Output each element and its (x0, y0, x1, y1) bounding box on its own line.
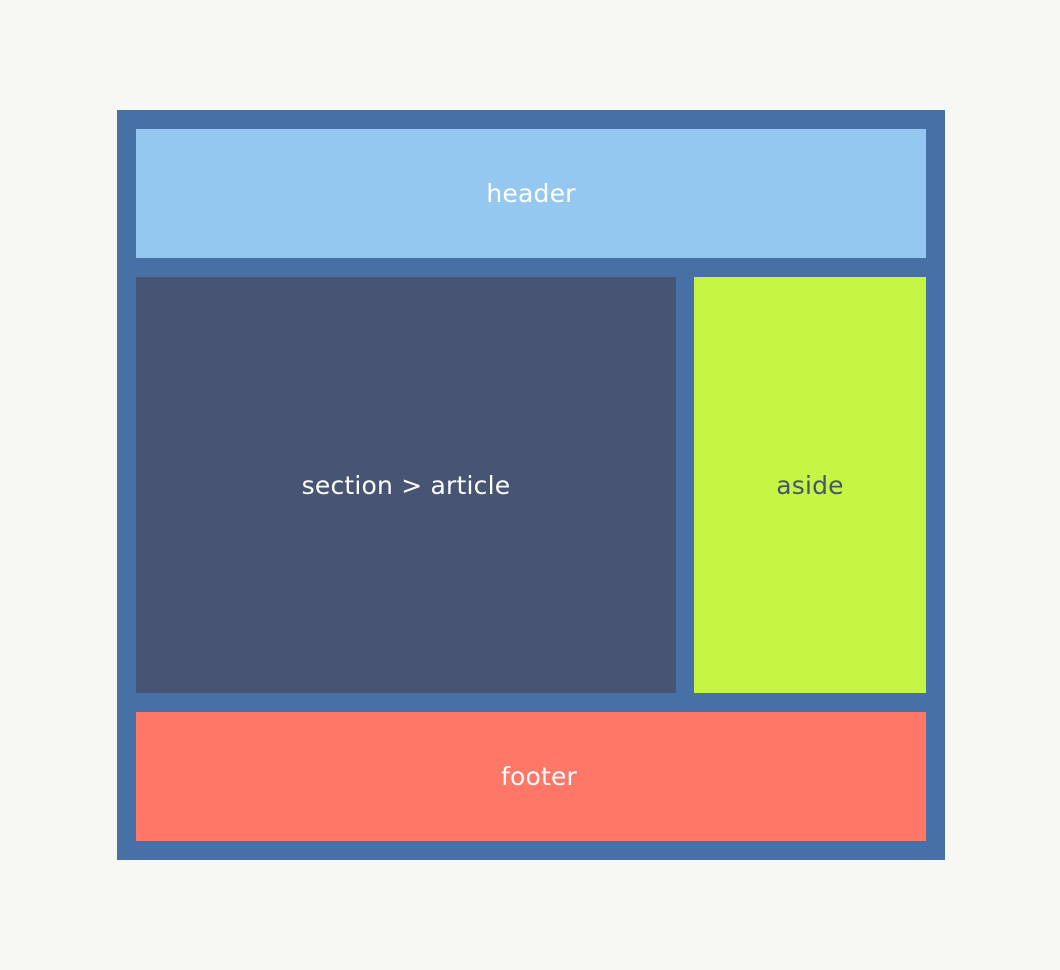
header-block: header (136, 129, 926, 258)
section-article-label: section > article (301, 470, 511, 500)
section-article-block: section > article (136, 277, 676, 693)
footer-label: footer (500, 762, 578, 791)
aside-block: aside (694, 277, 926, 693)
header-label: header (486, 179, 576, 208)
footer-block: footer (136, 712, 926, 841)
layout-frame: header section > article aside footer (117, 110, 945, 860)
aside-label: aside (776, 470, 844, 500)
